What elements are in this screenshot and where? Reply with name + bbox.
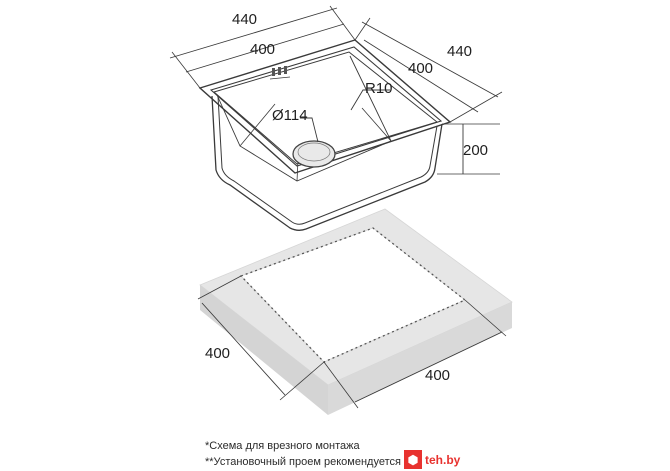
sink (198, 39, 452, 231)
floor-line (361, 107, 392, 142)
drain-leader (300, 117, 319, 143)
dim-line-cutout-left (201, 302, 286, 396)
slab-top (199, 208, 513, 386)
dim-line-side-inner (363, 39, 479, 113)
dim-line-top-outer (169, 7, 338, 59)
sink-rim-inner (209, 46, 443, 167)
slab-dimensions (197, 275, 507, 409)
sink-dimensions (169, 5, 503, 175)
note-mounting: *Схема для врезного монтажа (205, 440, 360, 452)
dim-side-outer-label: 440 (447, 43, 472, 60)
dim-radius-label: R10 (365, 80, 393, 97)
dim-drain-label: Ø114 (272, 107, 308, 124)
dim-height-label: 200 (463, 142, 488, 159)
dim-line-cutout-bottom (354, 331, 503, 403)
cutout-outline (239, 227, 467, 363)
dim-line-side-outer (361, 21, 499, 98)
floor-line (296, 159, 299, 182)
dim-cutout-bottom-label: 400 (425, 367, 450, 384)
dim-line-top-inner (185, 23, 345, 73)
floor-line (239, 103, 276, 147)
dim-top-inner-label: 400 (250, 41, 275, 58)
drain-inner (297, 142, 331, 162)
dim-cutout-left-label: 400 (205, 345, 230, 362)
overflow-slots (269, 66, 291, 80)
radius-leader (350, 89, 390, 111)
bowl-body-inner (217, 95, 438, 225)
watermark-logo-icon: ⬢ (404, 450, 422, 469)
watermark: ⬢ teh.by (404, 450, 460, 469)
drain-icon (292, 140, 336, 168)
bowl-opening (212, 51, 439, 165)
countertop-slab (199, 208, 513, 415)
slab-front-right (328, 302, 512, 415)
dim-side-inner-label: 400 (408, 60, 433, 77)
bowl-body (211, 95, 443, 231)
note-cutout: **Установочный проем рекомендуется де (205, 456, 417, 468)
dim-top-outer-label: 440 (232, 11, 257, 28)
slab-front-left (200, 285, 328, 415)
watermark-text: teh.by (425, 452, 461, 467)
